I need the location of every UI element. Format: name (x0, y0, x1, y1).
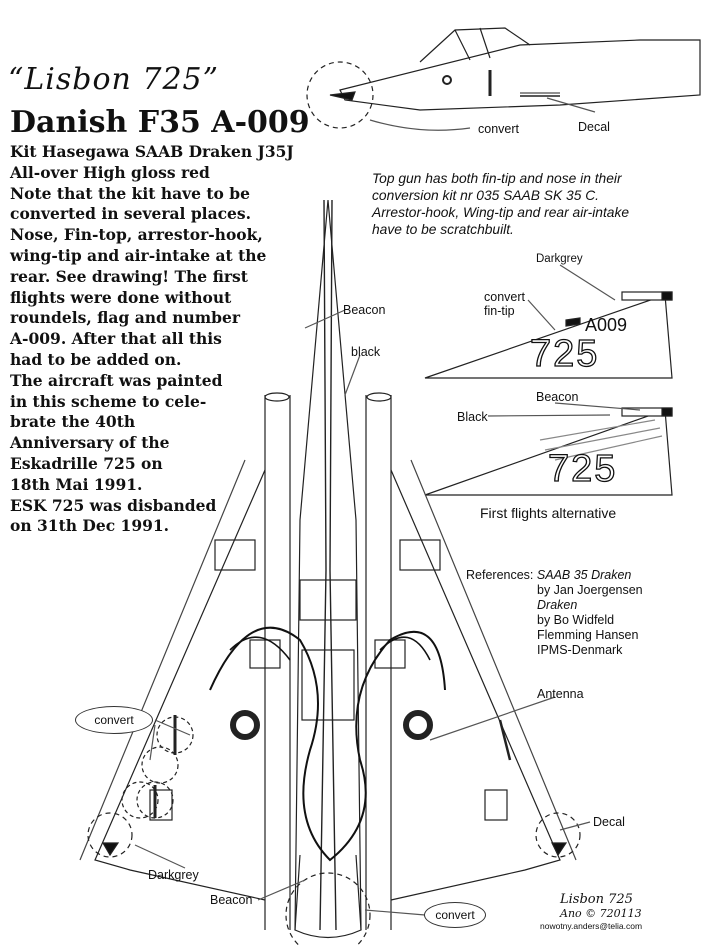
description-line: converted in several places. (10, 204, 252, 224)
label-beacon-bottom: Beacon (210, 893, 253, 907)
description-line: had to be added on. (10, 349, 182, 369)
label-convert-bottom: convert (424, 902, 486, 928)
description-line: roundels, flag and number (10, 308, 241, 328)
reference-author-1: by Jan Joergensen (537, 583, 643, 597)
label-beacon-plan: Beacon (343, 303, 386, 317)
label-beacon-fin: Beacon (536, 390, 579, 404)
conversion-note: Top gun has both fin-tip and nose in the… (372, 170, 702, 238)
label-convert-fin: convert (484, 290, 525, 304)
description-line: A-009. After that all this (10, 329, 222, 349)
note-line: Arrestor-hook, Wing-tip and rear air-int… (372, 205, 630, 220)
description-line: in this scheme to cele- (10, 391, 207, 411)
fin-number: 725 (529, 332, 600, 375)
reference-author-4: IPMS-Denmark (537, 643, 623, 657)
description-line: on 31th Dec 1991. (10, 516, 170, 536)
first-flights-caption: First flights alternative (480, 505, 617, 521)
fin-code: A009 (585, 315, 628, 335)
label-black-fin: Black (457, 410, 488, 424)
reference-book-1: SAAB 35 Draken (536, 568, 632, 582)
description-line: Anniversary of the (10, 433, 170, 453)
label-darkgrey-fin: Darkgrey (536, 253, 583, 265)
description-line: Note that the kit have to be (10, 183, 250, 203)
label-black-plan: black (351, 345, 381, 359)
script-title: “Lisbon 725” (8, 62, 219, 97)
signature-name: Lisbon 725 (560, 892, 633, 907)
description: Kit Hasegawa SAAB Draken J35J All-over H… (10, 142, 310, 537)
reference-author-2: by Bo Widfeld (537, 613, 615, 627)
note-line: have to be scratchbuilt. (372, 222, 514, 237)
label-darkgrey-plan: Darkgrey (148, 868, 199, 882)
signature-email: nowotny.anders@telia.com (540, 921, 643, 931)
leader-lines (134, 309, 591, 916)
description-line: wing-tip and air-intake at the (10, 245, 267, 265)
note-line: Top gun has both fin-tip and nose in the… (372, 171, 622, 186)
description-line: The aircraft was painted (10, 370, 223, 390)
description-line: brate the 40th (10, 412, 136, 432)
fin-profile-2 (424, 402, 673, 496)
label-antenna: Antenna (537, 687, 584, 701)
signature-copyright: Ano © 720113 (560, 907, 642, 920)
reference-author-3: Flemming Hansen (537, 628, 639, 642)
label-decal-plan: Decal (593, 815, 625, 829)
side-view-nose (306, 27, 701, 131)
note-line: conversion kit nr 035 SAAB SK 35 C. (372, 188, 599, 203)
reference-book-2: Draken (537, 598, 578, 612)
description-line: All-over High gloss red (10, 162, 210, 182)
references-prefix: References: (466, 568, 534, 582)
label-convert-wing: convert (75, 706, 153, 734)
plan-view (79, 199, 581, 945)
description-line: rear. See drawing! The first (10, 266, 248, 286)
description-line: Nose, Fin-top, arrestor-hook, (10, 225, 263, 245)
description-line: ESK 725 was disbanded (10, 495, 217, 515)
main-title: Danish F35 A-009 (10, 105, 310, 140)
label-decal-top: Decal (578, 120, 610, 134)
label-fin-tip-text: fin-tip (484, 304, 515, 318)
label-convert-nose: convert (478, 122, 519, 136)
description-line: flights were done without (10, 287, 232, 307)
fin-number-alt: 725 (547, 447, 618, 490)
fin-profile-1 (424, 264, 673, 379)
references: References: SAAB 35 Draken by Jan Joerge… (466, 568, 643, 658)
description-line: Eskadrille 725 on (10, 453, 163, 473)
description-line: Kit Hasegawa SAAB Draken J35J (10, 142, 294, 161)
description-line: 18th Mai 1991. (10, 474, 143, 494)
